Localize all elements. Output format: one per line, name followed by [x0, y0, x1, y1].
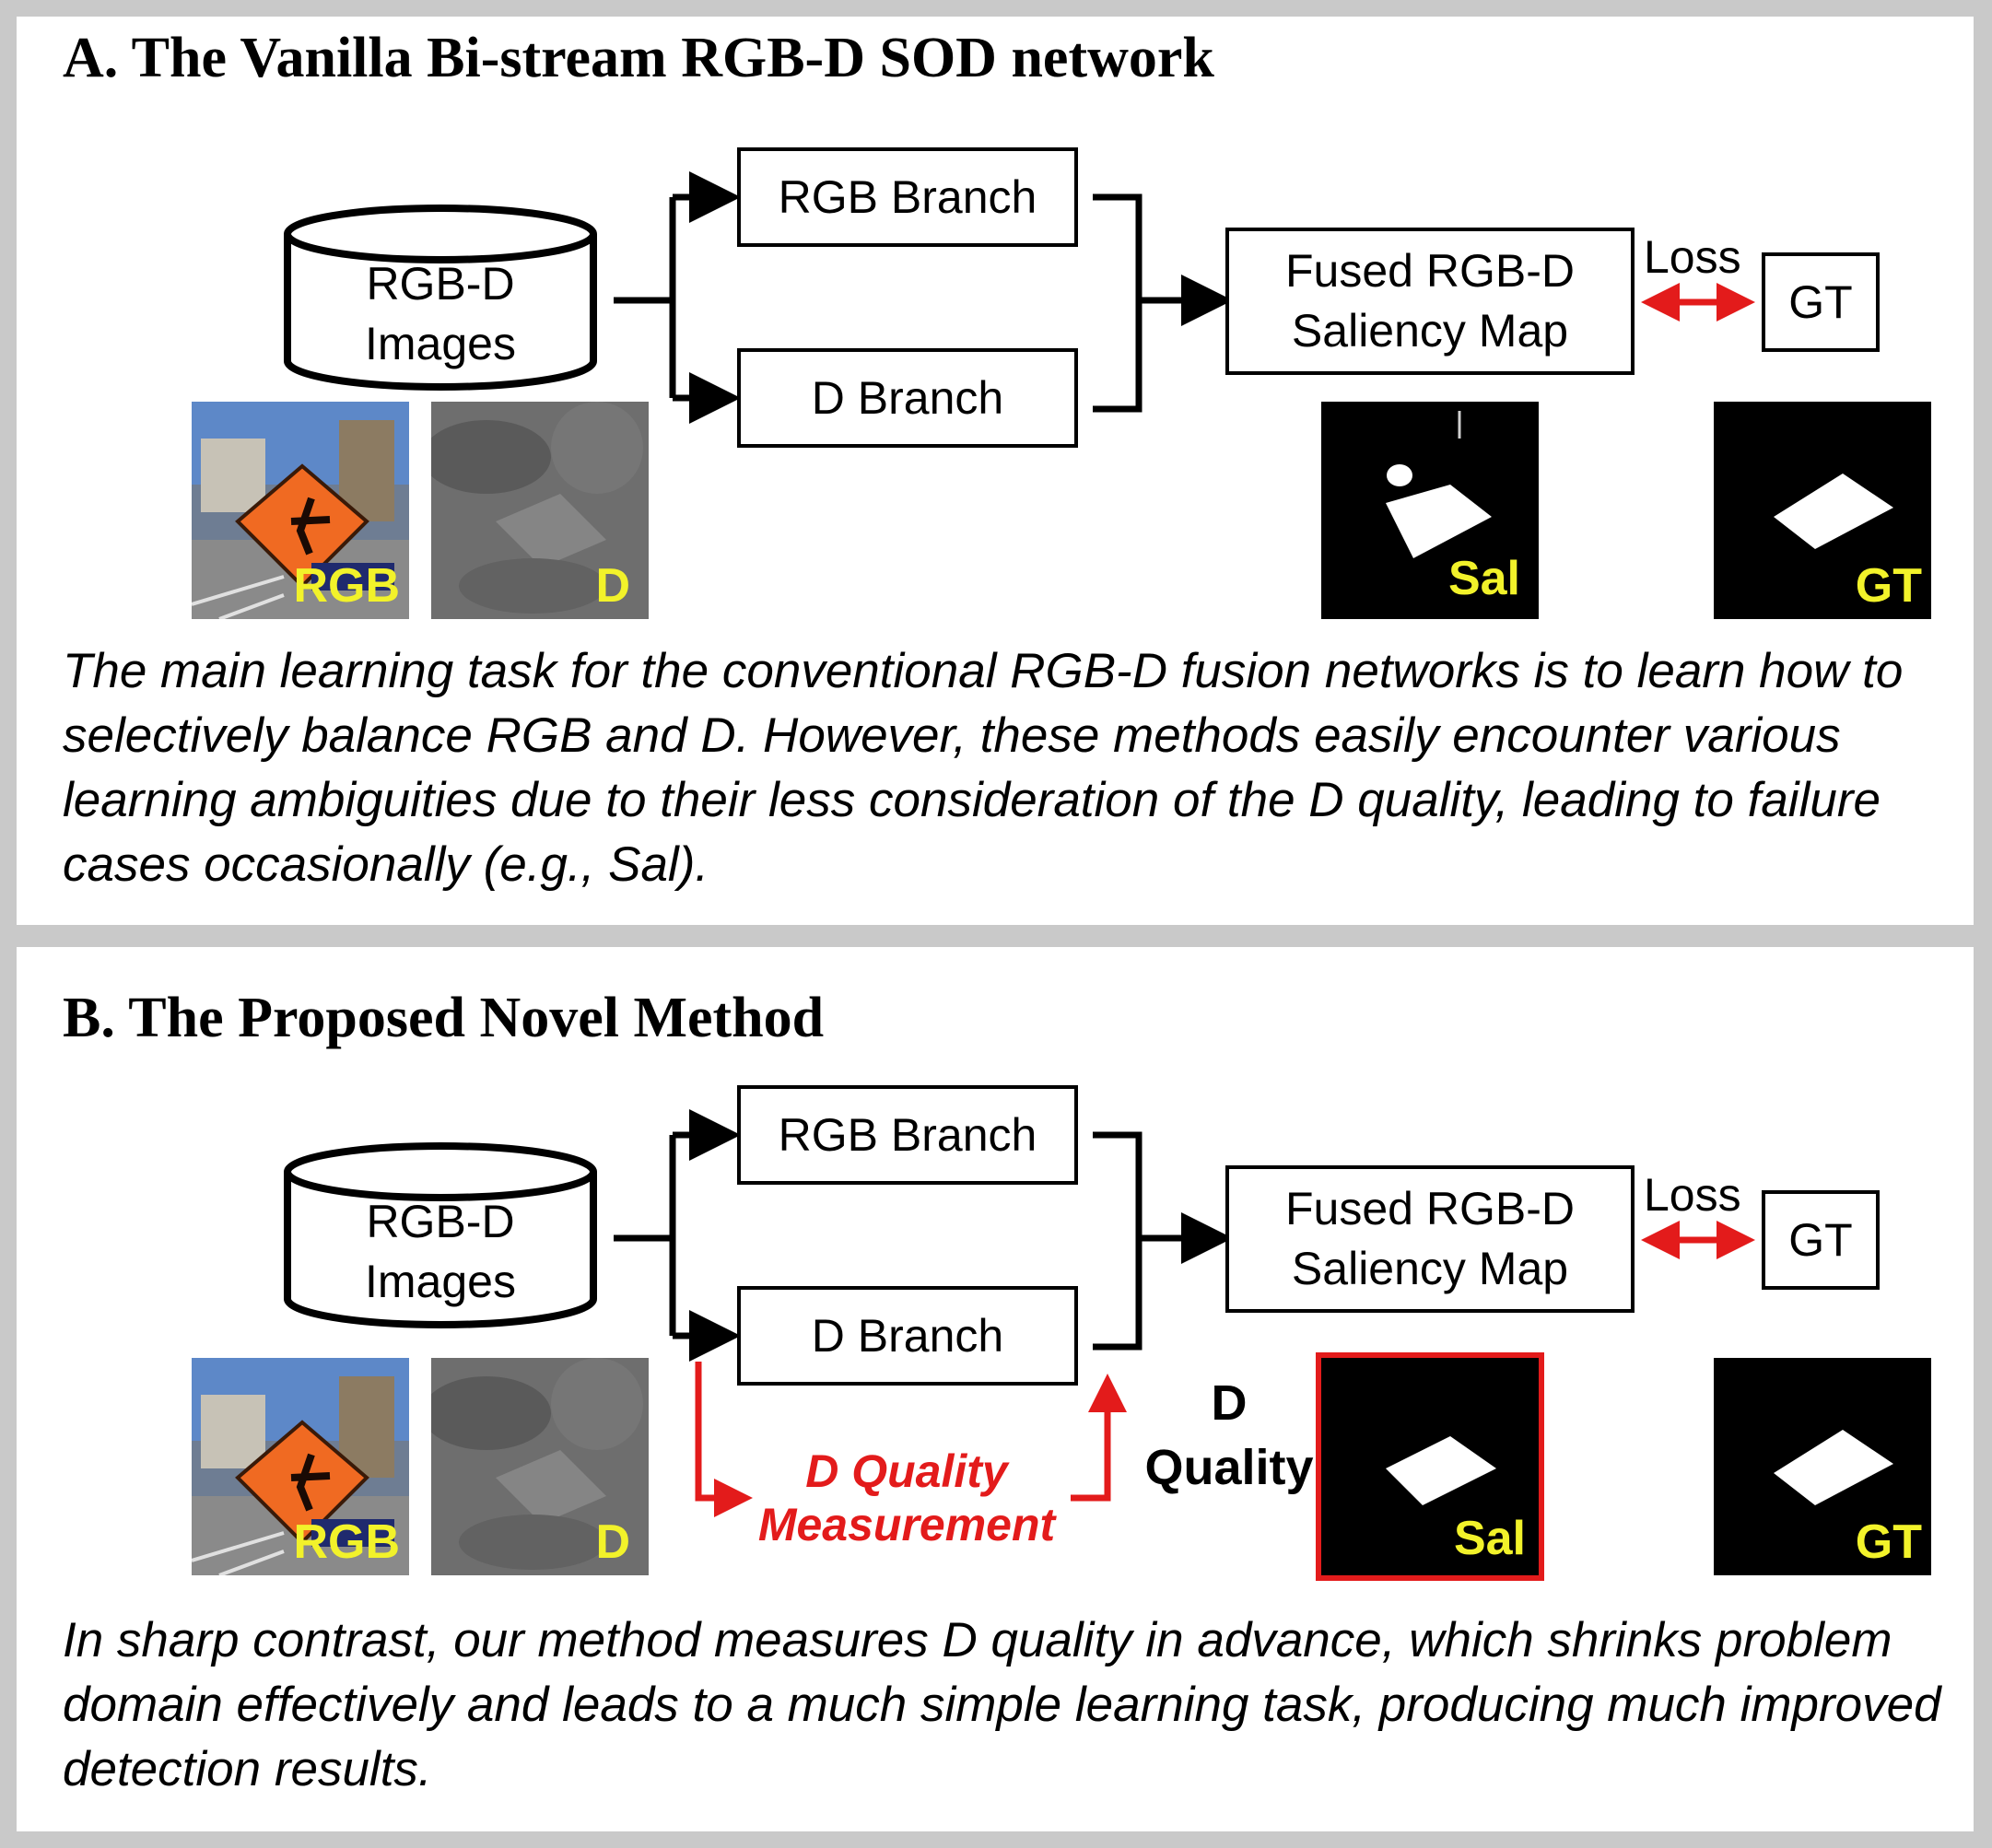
database-label-line1: RGB-D [366, 258, 515, 310]
d-branch-label: D Branch [811, 371, 1004, 424]
gt-box-b: GT [1762, 1190, 1880, 1290]
panel-b-connectors [284, 1109, 1755, 1517]
gt-thumbnail-b: GT [1714, 1358, 1931, 1575]
fused-label-line1: Fused RGB-D [1285, 245, 1575, 297]
database-label-b-line1: RGB-D [366, 1196, 515, 1247]
dqm-line1: D Quality [805, 1445, 1008, 1497]
panel-a: A. The Vanilla Bi-stream RGB-D SOD netwo… [17, 17, 1974, 925]
panel-b: B. The Proposed Novel Method RGB-D Image… [17, 947, 1974, 1831]
loss-label: Loss [1644, 231, 1741, 283]
d-branch-box: D Branch [737, 348, 1078, 448]
gt-box: GT [1762, 252, 1880, 352]
database-label-line2: Images [365, 318, 516, 369]
database-cylinder [284, 205, 597, 391]
gt-thumbnail: GT [1714, 402, 1931, 619]
loss-label-b: Loss [1644, 1169, 1741, 1221]
rgb-thumbnail-b: RGB [192, 1358, 409, 1575]
panel-b-title: B. The Proposed Novel Method [63, 987, 825, 1049]
database-label-b-line2: Images [365, 1256, 516, 1307]
depth-thumbnail: D [431, 402, 649, 619]
gt-box-label-b: GT [1788, 1213, 1853, 1266]
panel-a-caption: The main learning task for the conventio… [63, 644, 1904, 892]
fused-saliency-box-b: Fused RGB-D Saliency Map [1225, 1165, 1635, 1313]
dqm-line2: Measurement [757, 1499, 1056, 1550]
saliency-thumbnail-b: Sal [1316, 1352, 1544, 1581]
dq-line2: Quality [1144, 1440, 1314, 1496]
panel-b-caption: In sharp contrast, our method measures D… [63, 1613, 1941, 1796]
database-label: RGB-D Images [302, 254, 579, 374]
depth-thumb-tag: D [595, 559, 630, 613]
saliency-thumbnail: Sal [1321, 402, 1539, 619]
panel-a-connectors [284, 171, 1755, 424]
rgb-branch-label: RGB Branch [778, 170, 1037, 223]
fused-saliency-box: Fused RGB-D Saliency Map [1225, 228, 1635, 375]
database-cylinder-b [284, 1142, 597, 1328]
rgb-branch-box: RGB Branch [737, 147, 1078, 247]
fused-label-b-line1: Fused RGB-D [1285, 1183, 1575, 1234]
gt-box-label: GT [1788, 275, 1853, 328]
fused-label-line2: Saliency Map [1291, 305, 1569, 357]
d-quality-label: D Quality [1128, 1371, 1330, 1500]
gt-thumb-tag: GT [1855, 559, 1922, 613]
dq-line1: D [1211, 1375, 1248, 1431]
fused-label-b-line2: Saliency Map [1291, 1243, 1569, 1294]
gt-thumb-tag-b: GT [1855, 1515, 1922, 1569]
depth-thumb-tag-b: D [595, 1515, 630, 1569]
rgb-thumb-tag-b: RGB [293, 1515, 400, 1569]
saliency-thumb-tag-b: Sal [1453, 1512, 1526, 1565]
d-branch-box-b: D Branch [737, 1286, 1078, 1386]
rgb-branch-label-b: RGB Branch [778, 1108, 1037, 1161]
saliency-thumb-tag: Sal [1447, 552, 1520, 605]
rgb-thumbnail: RGB [192, 402, 409, 619]
panel-a-title: A. The Vanilla Bi-stream RGB-D SOD netwo… [63, 27, 1214, 89]
rgb-thumb-tag: RGB [293, 559, 400, 613]
d-quality-measurement-label: D Quality Measurement [750, 1444, 1063, 1551]
d-branch-label-b: D Branch [811, 1309, 1004, 1362]
depth-thumbnail-b: D [431, 1358, 649, 1575]
rgb-branch-box-b: RGB Branch [737, 1085, 1078, 1185]
database-label-b: RGB-D Images [302, 1192, 579, 1312]
